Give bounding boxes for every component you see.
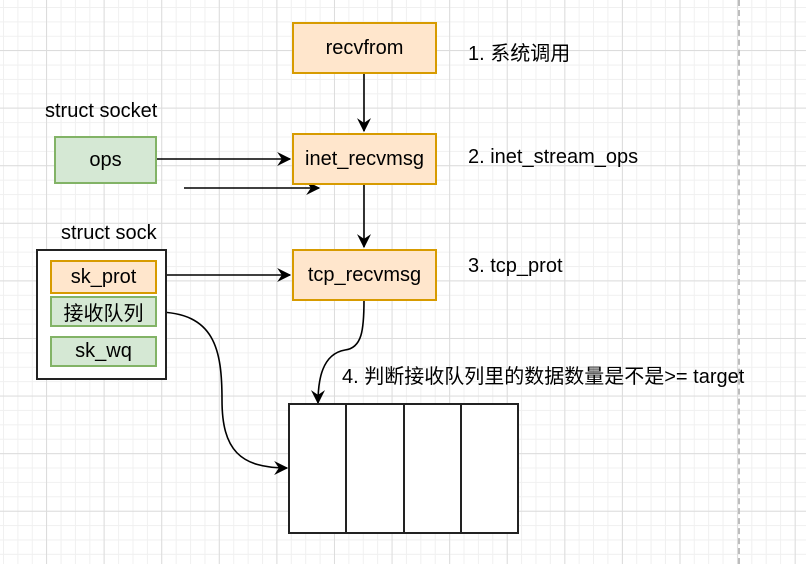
- receive-queue: [288, 403, 519, 534]
- field-sk-wq-label: sk_wq: [75, 340, 132, 362]
- edge-tcp-recvmsg-to-queue: [311, 299, 365, 405]
- step-3-label: 3. tcp_prot: [468, 255, 563, 277]
- step-2-label: 2. inet_stream_ops: [468, 146, 639, 168]
- field-ops-label: ops: [89, 148, 122, 171]
- field-sk-wq[interactable]: sk_wq: [50, 336, 157, 367]
- node-recvfrom-label: recvfrom: [325, 36, 404, 59]
- field-recv-queue-label: 接收队列: [63, 303, 144, 325]
- field-sk-prot-label: sk_prot: [70, 265, 137, 288]
- field-recv-queue[interactable]: 接收队列: [50, 296, 157, 327]
- struct-socket-title: struct socket: [45, 100, 158, 122]
- step-1-label: 1. 系统调用: [468, 43, 571, 65]
- struct-sock-title: struct sock: [61, 222, 157, 244]
- queue-cell: [462, 405, 517, 532]
- node-inet-recvmsg[interactable]: inet_recvmsg: [292, 133, 437, 185]
- field-ops[interactable]: ops: [54, 136, 157, 184]
- node-tcp-recvmsg-label: tcp_recvmsg: [307, 263, 422, 286]
- node-recvfrom[interactable]: recvfrom: [292, 22, 437, 74]
- queue-cell: [347, 405, 405, 532]
- page-boundary-dashed-line: [738, 0, 740, 564]
- queue-cell: [290, 405, 348, 532]
- queue-cell: [405, 405, 462, 532]
- node-inet-recvmsg-label: inet_recvmsg: [305, 147, 424, 170]
- edge-recv-queue-to-queue: [155, 311, 289, 475]
- step-4-label: 4. 判断接收队列里的数据数量是不是>= target: [342, 366, 745, 388]
- node-tcp-recvmsg[interactable]: tcp_recvmsg: [292, 249, 437, 301]
- field-sk-prot[interactable]: sk_prot: [50, 260, 157, 294]
